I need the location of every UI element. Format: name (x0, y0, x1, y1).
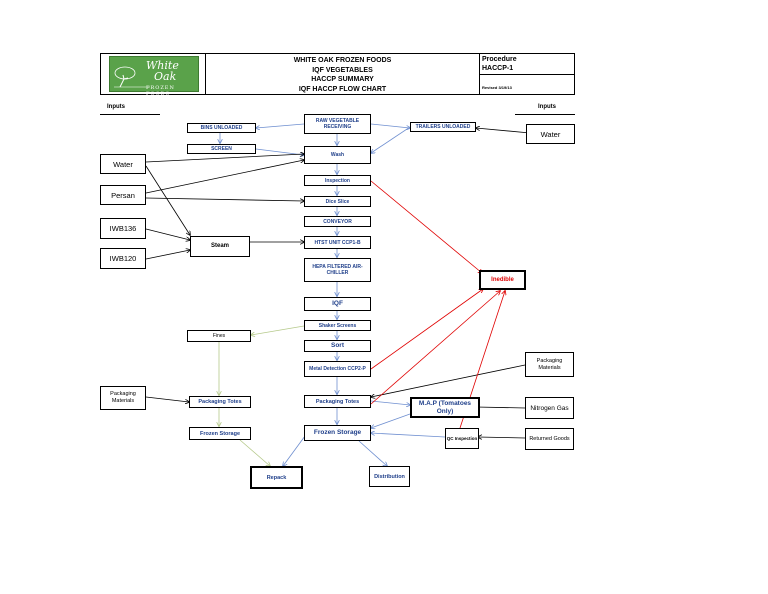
header-table: White Oak FROZEN FOODS WHITE OAK FROZEN … (100, 53, 575, 97)
node-qc-inspection: QC Inspection (445, 428, 479, 449)
node-frozen-storage: Frozen Storage (304, 425, 371, 441)
node-steam: Steam (190, 236, 250, 257)
revised-date: Revised 3/19/13 (482, 85, 512, 90)
input-nitrogen-gas: Nitrogen Gas (525, 397, 574, 419)
title-line-1: WHITE OAK FROZEN FOODS (293, 57, 392, 64)
node-distribution: Distribution (369, 466, 410, 487)
node-metal-detection: Metal Detection CCP2-P (304, 361, 371, 377)
title-line-2: IQF VEGETABLES (312, 66, 373, 74)
node-shaker-screens: Shaker Screens (304, 320, 371, 331)
node-bins-unloaded: BINS UNLOADED (187, 123, 256, 133)
node-inspection: Inspection (304, 175, 371, 186)
procedure-label: Procedure (482, 56, 517, 63)
input-iwb136: IWB136 (100, 218, 146, 239)
node-packaging-totes: Packaging Totes (304, 395, 371, 408)
node-repack: Repack (250, 466, 303, 489)
procedure-cell: Procedure HACCP-1 Revised 3/19/13 (480, 54, 574, 94)
node-iqf: IQF (304, 297, 371, 311)
inputs-left-underline (100, 114, 160, 115)
title-line-3: HACCP SUMMARY (311, 76, 374, 83)
logo-word-white: White (146, 59, 179, 72)
node-frozen-storage-left: Frozen Storage (189, 427, 251, 440)
logo-tagline: FROZEN FOODS (146, 85, 175, 97)
oak-tree-icon (114, 66, 150, 88)
inputs-right-underline (515, 114, 575, 115)
node-wash: Wash (304, 146, 371, 164)
inputs-left-label: Inputs (107, 104, 125, 110)
logo-word-oak: Oak (154, 70, 177, 83)
title-cell: WHITE OAK FROZEN FOODS IQF VEGETABLES HA… (206, 54, 480, 94)
input-iwb120: IWB120 (100, 248, 146, 269)
node-dice-slice: Dice Slice (304, 196, 371, 207)
input-packaging-materials-left: Packaging Materials (100, 386, 146, 410)
node-map-tomatoes: M.A.P (Tomatoes Only) (410, 397, 480, 418)
procedure-code: HACCP-1 (482, 65, 514, 72)
node-conveyor: CONVEYOR (304, 216, 371, 227)
node-packaging-totes-left: Packaging Totes (189, 396, 251, 408)
input-packaging-materials-right: Packaging Materials (525, 352, 574, 377)
node-trailers-unloaded: TRAILERS UNLOADED (410, 122, 476, 132)
logo-cell: White Oak FROZEN FOODS (101, 54, 206, 97)
node-screen: SCREEN (187, 144, 256, 154)
input-returned-goods: Returned Goods (525, 428, 574, 450)
procedure-divider (480, 74, 574, 75)
white-oak-logo: White Oak FROZEN FOODS (109, 56, 199, 97)
title-line-4: IQF HACCP FLOW CHART (298, 85, 387, 93)
node-inedible: Inedible (479, 270, 526, 290)
input-water-right: Water (526, 124, 575, 144)
input-persan: Persan (100, 185, 146, 205)
inputs-right-label: Inputs (538, 104, 556, 110)
node-raw-vegetable-receiving: RAW VEGETABLE RECEIVING (304, 114, 371, 134)
node-htst-unit: HTST UNIT CCP1-B (304, 236, 371, 249)
node-sort: Sort (304, 340, 371, 352)
node-fines: Fines (187, 330, 251, 342)
node-hepa-air-chiller: HEPA FILTERED AIR-CHILLER (304, 258, 371, 282)
input-water-left: Water (100, 154, 146, 174)
